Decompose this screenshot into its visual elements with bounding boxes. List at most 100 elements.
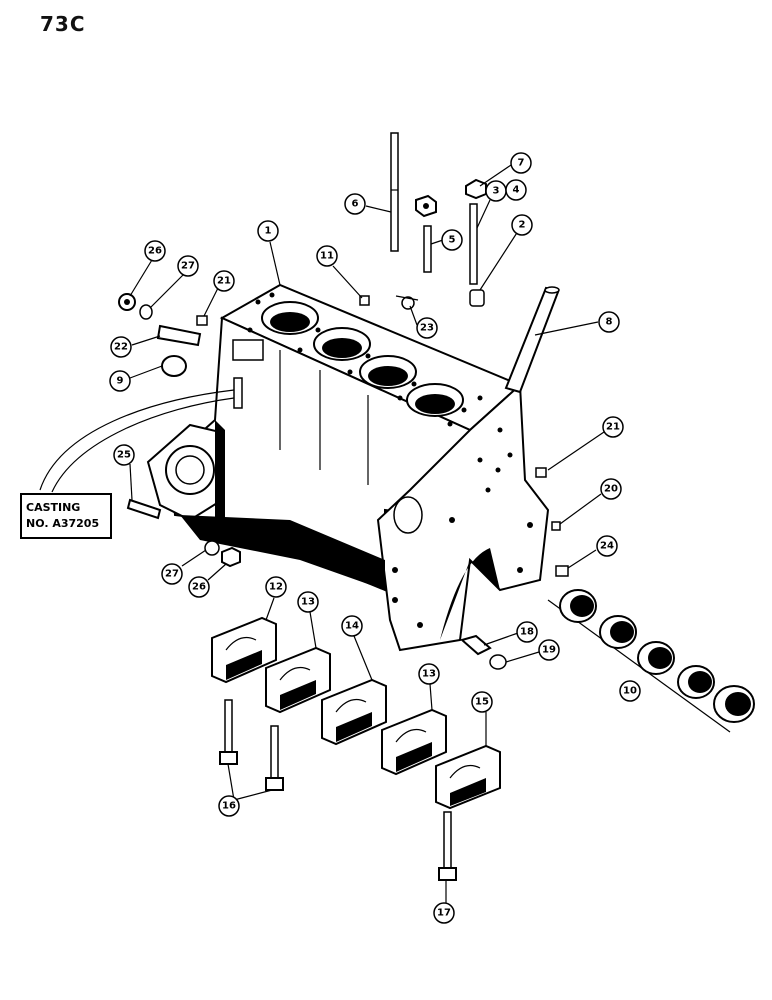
callout-11: 11 xyxy=(316,245,338,267)
leader-lines xyxy=(39,162,605,904)
callout-8: 8 xyxy=(598,311,620,333)
washer-27-lower xyxy=(204,540,220,556)
svg-text:21: 21 xyxy=(217,276,231,287)
callout-10: 10 xyxy=(619,680,641,702)
callout-6: 6 xyxy=(344,193,366,215)
short-stud-5 xyxy=(423,225,432,273)
svg-text:14: 14 xyxy=(345,621,359,632)
callout-20: 20 xyxy=(600,478,622,500)
svg-text:6: 6 xyxy=(352,199,359,210)
svg-text:12: 12 xyxy=(269,582,283,593)
svg-text:18: 18 xyxy=(520,627,534,638)
plug-21-right xyxy=(535,467,547,478)
svg-text:27: 27 xyxy=(165,569,179,580)
bearing-cap-14 xyxy=(321,678,387,746)
callout-26-lower: 26 xyxy=(188,576,210,598)
svg-text:13: 13 xyxy=(422,669,436,680)
callout-7: 7 xyxy=(510,152,532,174)
callout-17: 17 xyxy=(433,902,455,924)
cap-bolt-17 xyxy=(438,811,457,881)
svg-text:5: 5 xyxy=(449,235,456,246)
svg-text:16: 16 xyxy=(222,801,236,812)
callout-4: 4 xyxy=(505,179,527,201)
bolt-25 xyxy=(126,498,162,520)
washer-19 xyxy=(489,654,507,670)
callout-18: 18 xyxy=(516,621,538,643)
page-title: 73C xyxy=(40,12,86,36)
svg-text:17: 17 xyxy=(437,908,451,919)
svg-text:7: 7 xyxy=(518,158,525,169)
stud-3-4 xyxy=(469,203,478,285)
callout-9: 9 xyxy=(109,370,131,392)
cap-bolt-16-left xyxy=(219,699,238,765)
callout-19: 19 xyxy=(538,639,560,661)
callout-24: 24 xyxy=(596,535,618,557)
svg-text:2: 2 xyxy=(519,220,526,231)
callout-26-upper: 26 xyxy=(144,240,166,262)
bolt-18 xyxy=(459,634,492,656)
plug-11 xyxy=(359,295,370,306)
bearing-cap-12 xyxy=(211,616,277,684)
plug-24 xyxy=(555,565,569,577)
long-stud-6 xyxy=(390,132,399,252)
svg-text:3: 3 xyxy=(493,186,500,197)
svg-text:8: 8 xyxy=(606,317,613,328)
svg-text:9: 9 xyxy=(117,376,124,387)
bearing-cap-13-lower xyxy=(381,708,447,776)
tube-8 xyxy=(504,286,560,394)
callout-2: 2 xyxy=(511,214,533,236)
svg-text:20: 20 xyxy=(604,484,618,495)
svg-text:26: 26 xyxy=(192,582,206,593)
callout-5: 5 xyxy=(441,229,463,251)
casting-label-line2: NO. A37205 xyxy=(26,517,100,530)
svg-text:10: 10 xyxy=(623,686,637,697)
callout-21-right: 21 xyxy=(602,416,624,438)
bearing-cap-13-upper xyxy=(265,646,331,714)
callout-16: 16 xyxy=(218,795,240,817)
nut-26-lower xyxy=(221,546,241,568)
callout-27-lower: 27 xyxy=(161,563,183,585)
camshaft-bearings-10 xyxy=(547,589,755,733)
svg-text:13: 13 xyxy=(301,597,315,608)
svg-text:25: 25 xyxy=(117,450,131,461)
nut xyxy=(415,194,437,218)
callout-23: 23 xyxy=(416,317,438,339)
svg-text:4: 4 xyxy=(513,185,520,196)
bearing-cap-15 xyxy=(435,744,501,810)
callout-13-lower: 13 xyxy=(418,663,440,685)
svg-text:22: 22 xyxy=(114,342,128,353)
svg-text:1: 1 xyxy=(265,226,272,237)
callout-13-upper: 13 xyxy=(297,591,319,613)
drain-cock-23 xyxy=(395,295,419,310)
callout-27-upper: 27 xyxy=(177,255,199,277)
callout-3: 3 xyxy=(485,180,507,202)
plug-21-upper xyxy=(196,315,208,326)
svg-text:27: 27 xyxy=(181,261,195,272)
svg-text:21: 21 xyxy=(606,422,620,433)
svg-text:11: 11 xyxy=(320,251,334,262)
stud-22 xyxy=(156,324,202,347)
nut-26-upper xyxy=(118,293,136,311)
callout-22: 22 xyxy=(110,336,132,358)
callout-12: 12 xyxy=(265,576,287,598)
svg-text:23: 23 xyxy=(420,323,434,334)
callout-25: 25 xyxy=(113,444,135,466)
casting-label-line1: CASTING xyxy=(26,501,81,514)
callout-15: 15 xyxy=(471,691,493,713)
svg-text:15: 15 xyxy=(475,697,489,708)
callout-21-upper: 21 xyxy=(213,270,235,292)
nut-7 xyxy=(465,178,487,200)
callout-14: 14 xyxy=(341,615,363,637)
svg-text:24: 24 xyxy=(600,541,614,552)
casting-number-label: CASTING NO. A37205 xyxy=(20,493,112,539)
cap-bolt-16-right xyxy=(265,725,284,791)
callout-1: 1 xyxy=(257,220,279,242)
svg-text:19: 19 xyxy=(542,645,556,656)
plug-20 xyxy=(551,521,561,531)
dowel-2 xyxy=(469,289,485,307)
plug-9 xyxy=(161,355,187,377)
svg-text:26: 26 xyxy=(148,246,162,257)
cylinder-block xyxy=(146,283,550,652)
washer-27-upper xyxy=(139,304,153,320)
